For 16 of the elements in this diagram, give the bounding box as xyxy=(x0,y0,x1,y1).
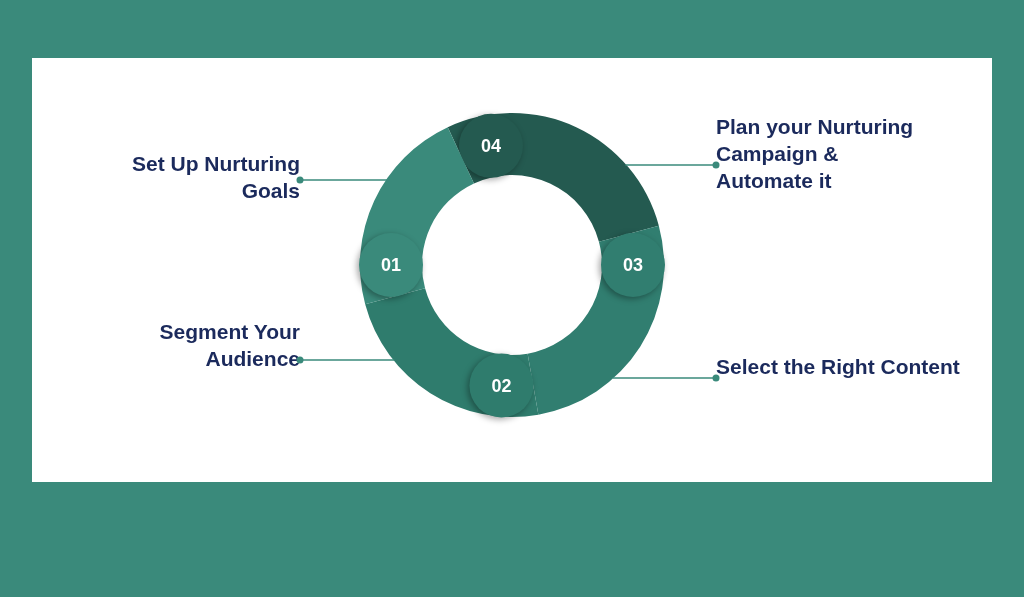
leader-line xyxy=(624,161,720,169)
ring-segment xyxy=(365,288,539,418)
step-label: Plan your Nurturing Campaign & Automate it xyxy=(716,113,926,194)
step-number: 02 xyxy=(491,375,512,396)
step-label: Segment Your Audience xyxy=(70,318,300,372)
step-number: 01 xyxy=(381,255,401,275)
ring-segment xyxy=(447,113,659,242)
step-number: 04 xyxy=(480,135,501,156)
leader-line xyxy=(611,374,720,382)
leader-line xyxy=(296,176,388,184)
step-number: 03 xyxy=(623,255,643,275)
step-label: Set Up Nurturing Goals xyxy=(70,150,300,204)
ring-segment xyxy=(359,127,474,305)
leader-line xyxy=(296,356,396,364)
ring-segment xyxy=(527,225,665,415)
step-label: Select the Right Content xyxy=(716,353,966,380)
